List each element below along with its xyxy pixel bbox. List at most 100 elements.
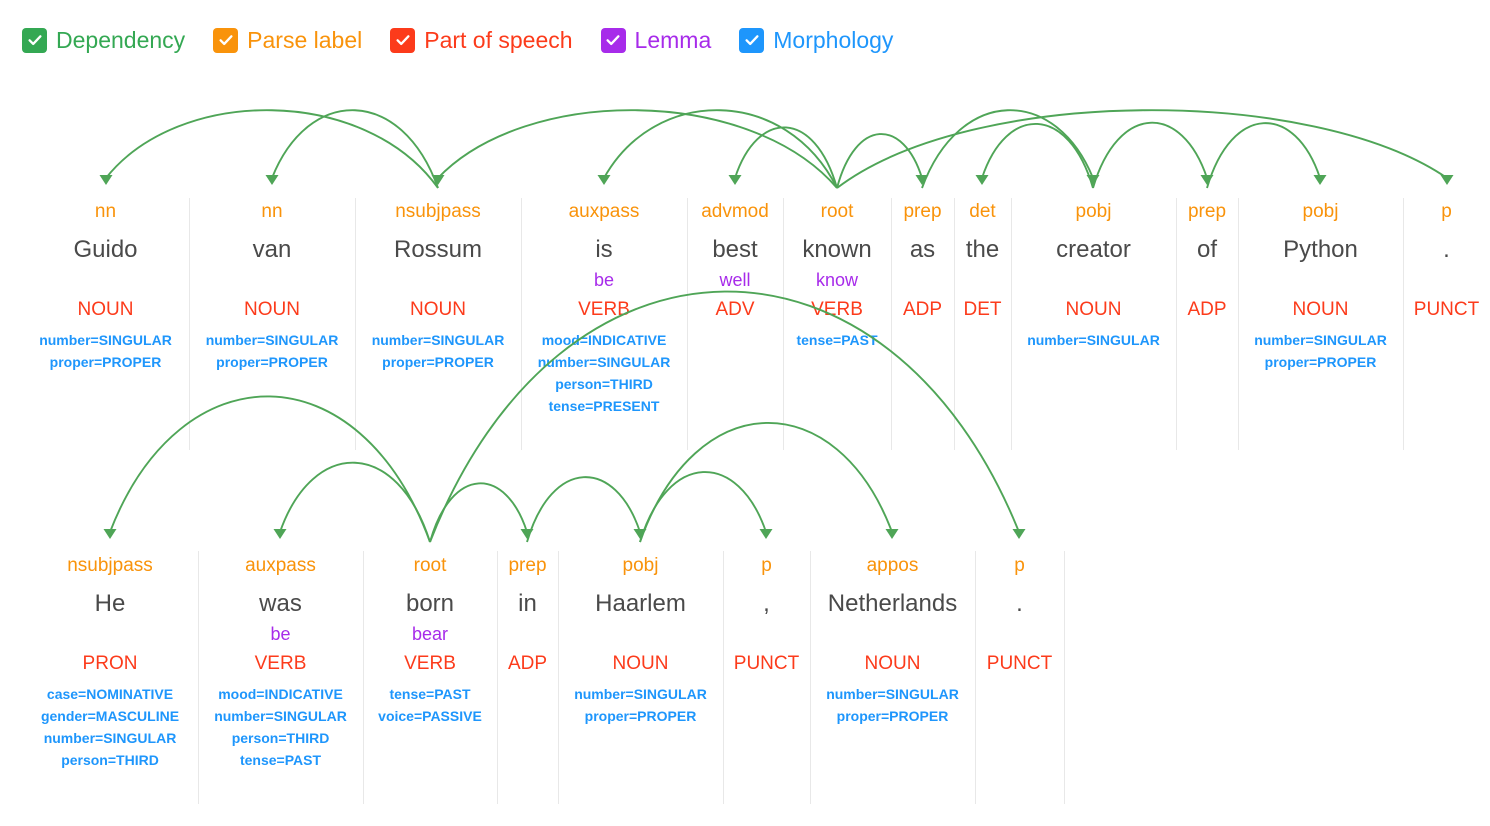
part-of-speech: ADV <box>715 299 755 320</box>
checkbox-checked-icon[interactable] <box>390 27 416 53</box>
arrowhead-icon <box>520 529 534 539</box>
legend-toggle-dependency[interactable]: Dependency <box>22 26 186 53</box>
morphology-feature: mood=INDICATIVE <box>541 332 667 348</box>
checkbox-checked-icon[interactable] <box>213 27 239 53</box>
arrowhead-icon <box>759 529 773 539</box>
dependency-arc <box>103 395 431 543</box>
column-divider <box>189 198 190 450</box>
morphology-feature: proper=PROPER <box>216 354 328 370</box>
morphology-feature: tense=PAST <box>239 752 322 768</box>
arrowhead-icon <box>273 529 287 539</box>
dependency-arc <box>265 109 439 189</box>
legend-toggle-morphology[interactable]: Morphology <box>739 27 893 53</box>
parse-label: prep <box>903 201 942 222</box>
token-column[interactable]: p, PUNCT <box>723 556 810 673</box>
arc-curve <box>639 422 893 543</box>
part-of-speech: VERB <box>578 299 630 320</box>
token-word: He <box>94 590 126 617</box>
token-lemma: well <box>719 270 751 290</box>
column-divider <box>1064 551 1065 804</box>
parse-label: p <box>761 555 772 576</box>
checkbox-checked-icon[interactable] <box>739 27 765 53</box>
parse-label: root <box>413 555 447 576</box>
arrowhead-icon <box>915 175 929 185</box>
morphology-feature: number=SINGULAR <box>371 332 505 348</box>
arrowhead-icon <box>431 175 445 185</box>
token-word: best <box>712 236 758 263</box>
parse-label: prep <box>1187 201 1227 222</box>
token-column[interactable]: p. PUNCT <box>975 556 1064 673</box>
dependency-arc <box>431 109 838 189</box>
parse-label: pobj <box>1075 201 1112 222</box>
token-word: the <box>965 236 1000 263</box>
parse-label: auxpass <box>245 555 316 576</box>
parse-label: auxpass <box>568 201 640 222</box>
morphology-feature: proper=PROPER <box>1264 354 1377 370</box>
arc-curve <box>271 109 439 189</box>
dependency-arc <box>273 461 431 543</box>
part-of-speech: NOUN <box>612 653 669 674</box>
dependency-arc <box>728 126 838 189</box>
morphology-feature: number=SINGULAR <box>1254 332 1387 348</box>
part-of-speech: ADP <box>902 299 943 320</box>
legend-label: Parse label <box>247 26 363 53</box>
morphology-feature: voice=PASSIVE <box>378 708 482 724</box>
dependency-arc <box>639 422 899 543</box>
morphology-feature: number=SINGULAR <box>574 686 707 702</box>
arc-curve <box>279 461 431 543</box>
arc-curve <box>639 471 767 543</box>
token-word: known <box>802 236 872 263</box>
arrowhead-icon <box>1313 175 1327 185</box>
morphology-feature: number=SINGULAR <box>43 730 177 746</box>
arc-curve <box>1206 122 1321 189</box>
token-word: Guido <box>73 236 138 263</box>
morphology-feature: proper=PROPER <box>382 354 494 370</box>
dependency-arc <box>1092 121 1214 189</box>
legend-label: Dependency <box>56 26 186 53</box>
dependency-arc <box>836 109 1454 189</box>
parse-label: nsubjpass <box>395 201 481 222</box>
part-of-speech: VERB <box>811 299 863 320</box>
arc-curve <box>105 109 439 189</box>
part-of-speech: VERB <box>254 653 307 674</box>
part-of-speech: DET <box>963 299 1002 320</box>
parse-label: det <box>969 201 996 222</box>
legend-toggle-parse-label[interactable]: Parse label <box>213 26 363 53</box>
arrowhead-icon <box>885 529 899 539</box>
part-of-speech: ADP <box>507 653 548 674</box>
dependency-arc <box>639 471 773 543</box>
arc-curve <box>836 133 923 189</box>
token-column[interactable]: p. PUNCT <box>1403 202 1490 319</box>
token-word: Rossum <box>393 236 483 263</box>
token-column[interactable]: det the DET <box>954 202 1011 319</box>
arrowhead-icon <box>1440 175 1454 185</box>
arrowhead-icon <box>1012 529 1026 539</box>
part-of-speech: NOUN <box>864 653 921 674</box>
token-word: van <box>252 236 292 263</box>
parse-label: p <box>1014 555 1025 576</box>
checkbox-checked-icon[interactable] <box>600 27 626 53</box>
arc-curve <box>437 109 838 189</box>
morphology-feature: number=SINGULAR <box>205 332 339 348</box>
part-of-speech: PUNCT <box>733 653 800 674</box>
legend-toggle-part-of-speech[interactable]: Part of speech <box>390 27 573 53</box>
checkbox-checked-icon[interactable] <box>22 27 47 53</box>
legend-toggle-lemma[interactable]: Lemma <box>600 27 711 53</box>
token-word: is <box>595 236 613 263</box>
